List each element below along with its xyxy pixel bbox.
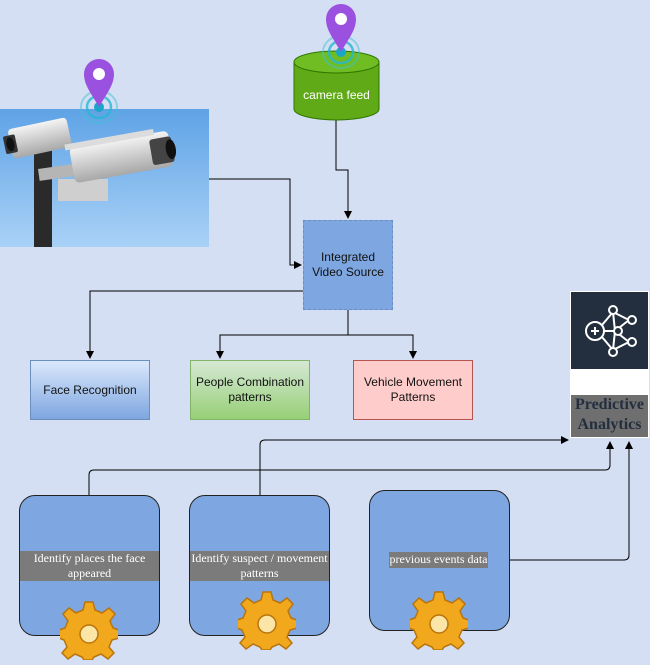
edge-suspect-to-analytics	[259, 436, 569, 495]
location-pin-icon	[76, 55, 122, 125]
gear-icon	[408, 588, 470, 651]
integrated-video-source-label: Integrated Video Source	[312, 250, 384, 279]
gear-icon	[58, 598, 120, 661]
edge-camera-photo-to-video-source	[209, 178, 302, 269]
vehicle-movement-node: Vehicle Movement Patterns	[353, 360, 473, 420]
vehicle-movement-label: Vehicle Movement Patterns	[363, 375, 463, 404]
previous-events-label: previous events data	[389, 552, 488, 568]
cctv-camera-photo	[0, 109, 209, 247]
gear-icon	[236, 588, 298, 651]
camera-feed-label: camera feed	[303, 88, 370, 102]
edge-camera-feed-to-video-source	[335, 120, 352, 219]
people-combination-node: People Combination patterns	[190, 360, 310, 420]
identify-suspect-label: Identify suspect / movement patterns	[190, 551, 329, 581]
location-pin-icon	[318, 0, 364, 70]
edge-events-to-analytics	[510, 441, 633, 561]
people-combination-label: People Combination patterns	[195, 375, 305, 404]
edge-video-source-to-face	[86, 290, 303, 359]
predictive-analytics-label: Predictive Analytics	[571, 395, 648, 437]
face-recognition-label: Face Recognition	[43, 382, 137, 397]
edge-video-source-to-vehicle	[348, 334, 417, 359]
edge-places-to-analytics	[88, 441, 614, 495]
integrated-video-source-node: Integrated Video Source	[303, 220, 393, 310]
ml-network-icon	[571, 292, 648, 369]
identify-places-label: Identify places the face appeared	[20, 551, 159, 581]
face-recognition-node: Face Recognition	[30, 360, 150, 420]
edge-video-source-to-people	[216, 310, 349, 359]
